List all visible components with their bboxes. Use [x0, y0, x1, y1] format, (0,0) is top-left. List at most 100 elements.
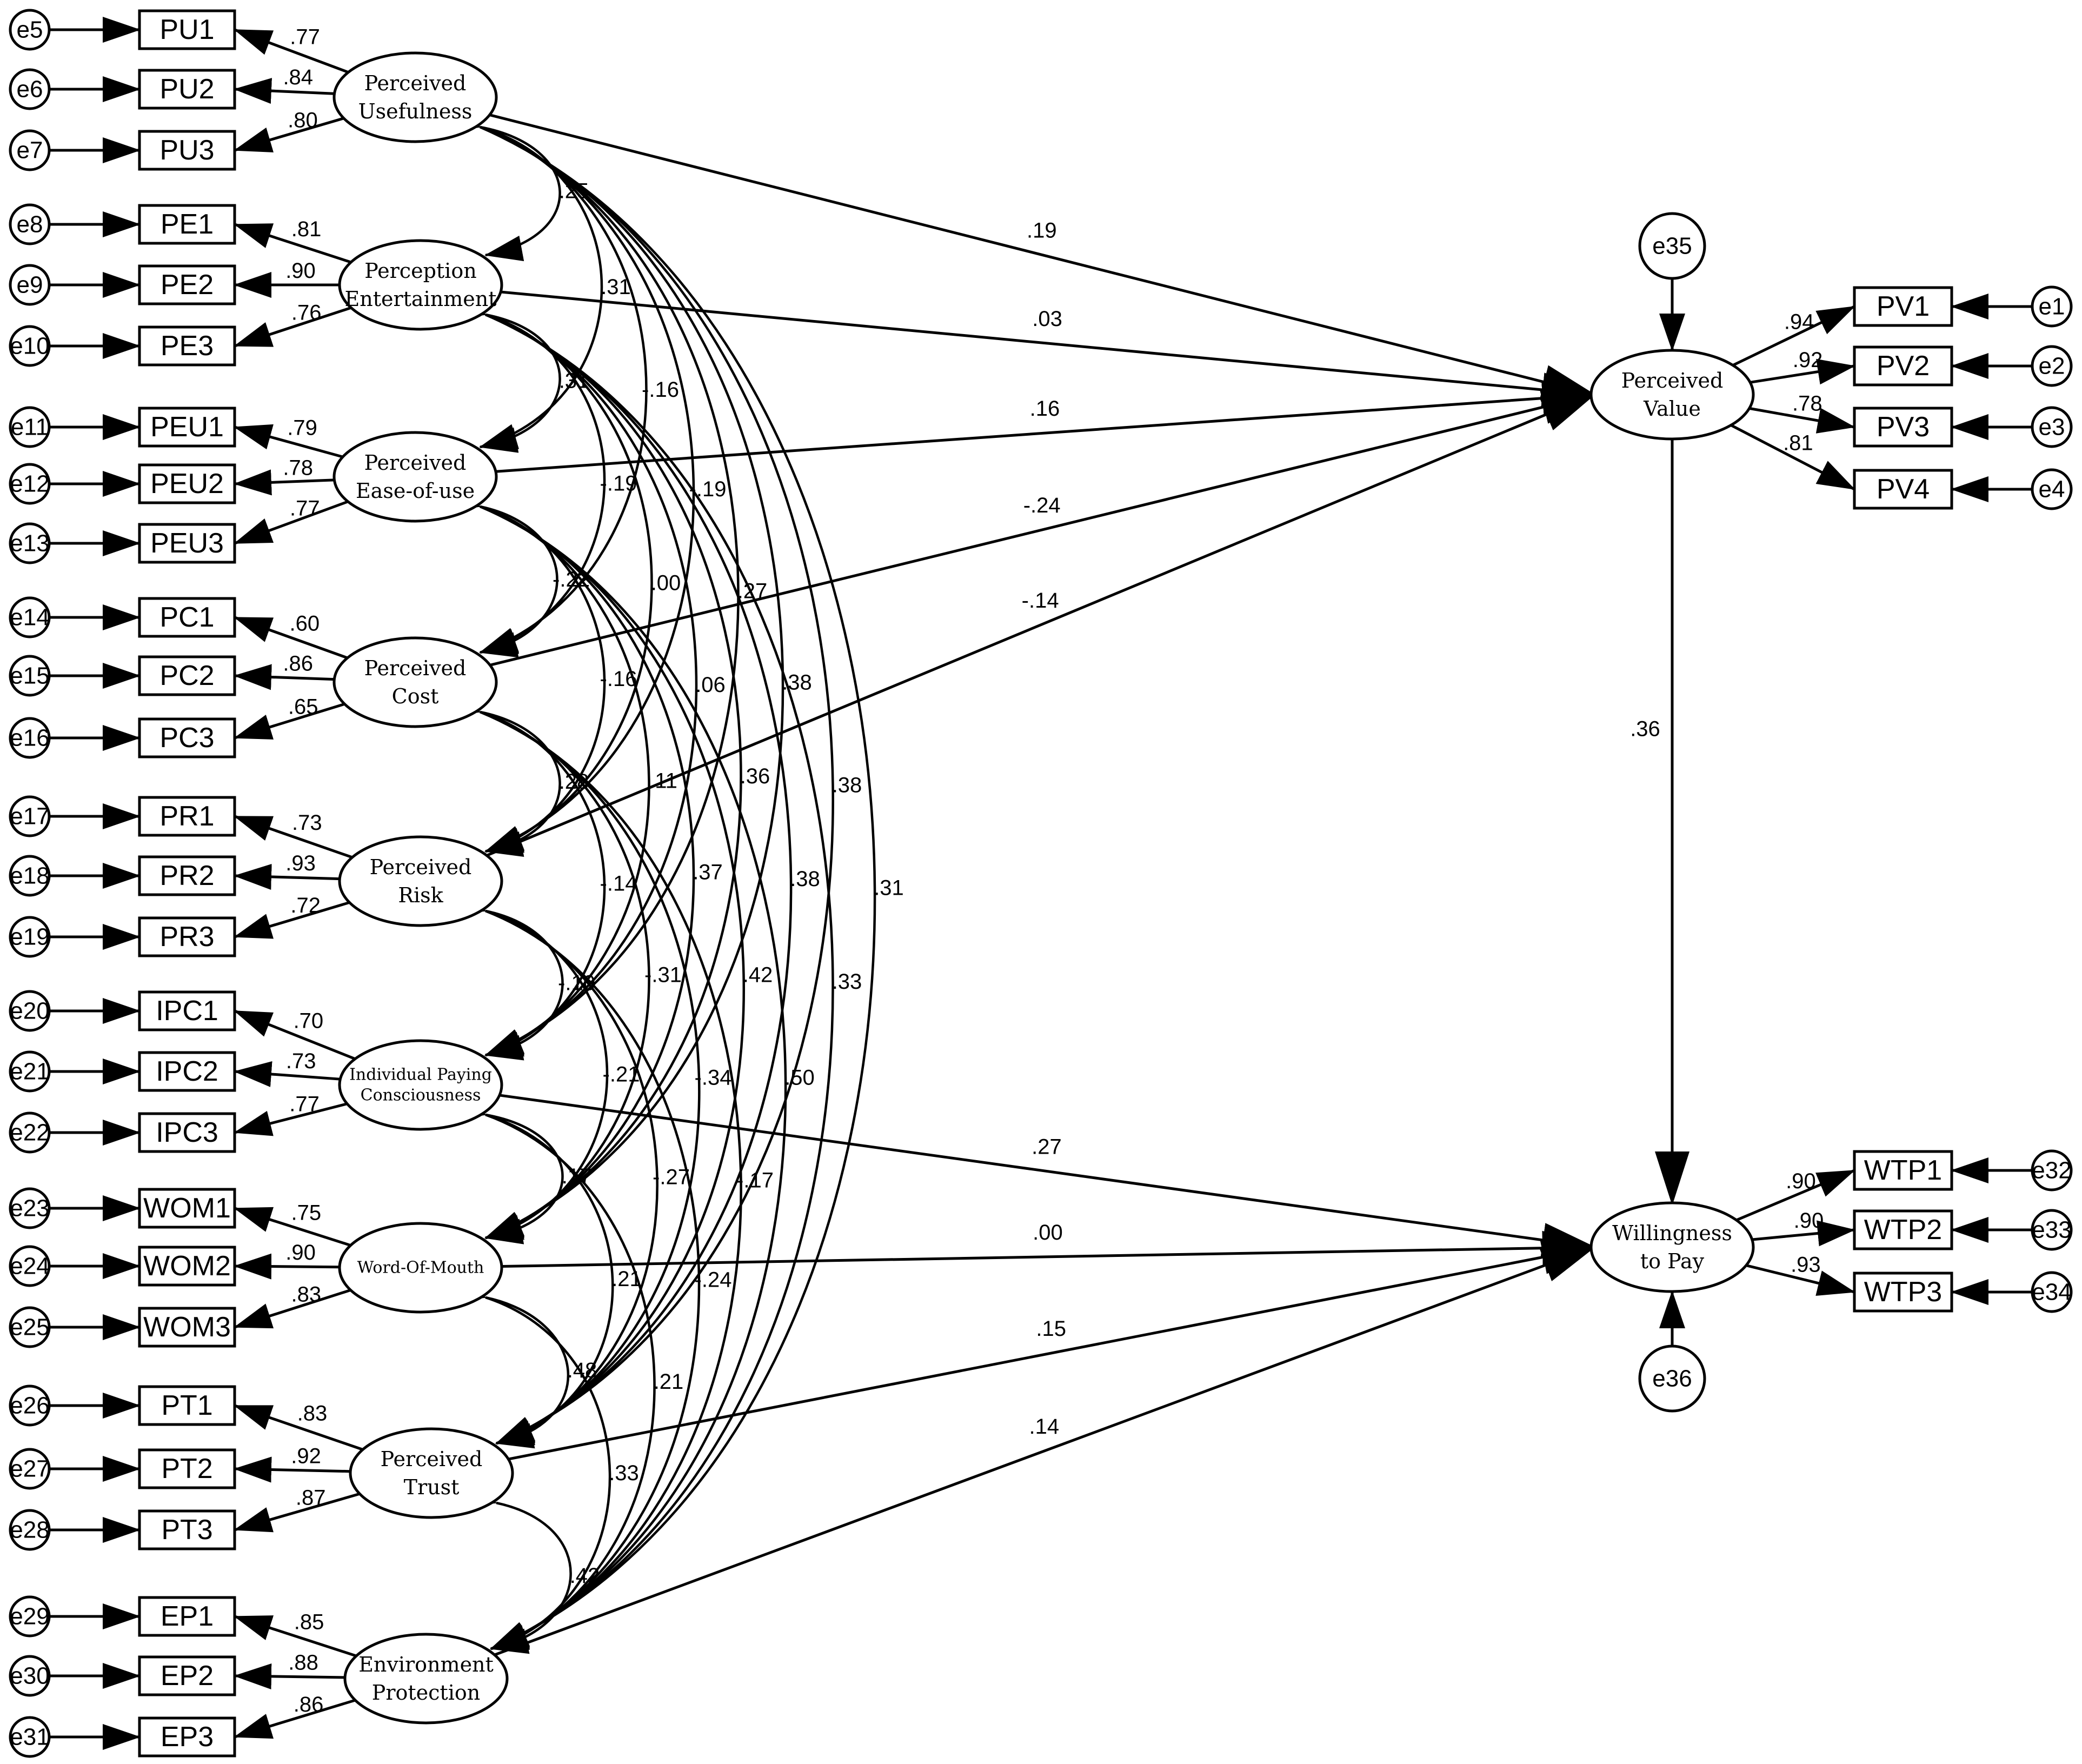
error-term	[9, 1187, 51, 1229]
indicator-label: PC2	[159, 660, 214, 691]
loading-arrow	[234, 863, 340, 890]
correlation-coefficient: .42	[743, 963, 773, 987]
loading-arrow	[1752, 1220, 1855, 1247]
factor-loading: .92	[291, 1444, 321, 1468]
latent-label: Risk	[398, 883, 443, 907]
factor-loading: .94	[1784, 310, 1814, 334]
latent-label: Willingness	[1612, 1221, 1732, 1245]
error-label: e2	[2039, 353, 2065, 380]
path-coefficient: .00	[1033, 1221, 1063, 1244]
error-label: e16	[10, 725, 49, 751]
indicator-label: IPC1	[156, 995, 218, 1027]
loading-arrow	[1749, 407, 1855, 434]
node-layer: e35e36PerceivedUsefulnessPerceptionEnter…	[332, 51, 1755, 1725]
correlation-curve	[446, 289, 698, 1057]
error-term	[9, 1595, 51, 1637]
indicator-box	[138, 1307, 236, 1348]
loading-arrow	[234, 1663, 345, 1689]
loading-arrow	[234, 500, 349, 545]
correlation-curve	[447, 890, 564, 1061]
correlation-curve	[447, 1277, 570, 1449]
indicator-label: WOM1	[143, 1193, 231, 1224]
latent-label: to Pay	[1640, 1249, 1705, 1273]
correlation-coefficient: -.17	[736, 1169, 774, 1193]
indicator-label: PV1	[1877, 291, 1930, 322]
loading-arrow	[234, 223, 351, 264]
error-label: e30	[10, 1663, 49, 1689]
latent-label: Perceived	[364, 71, 467, 95]
error-term	[2031, 345, 2073, 387]
latent-label: Cost	[392, 684, 439, 708]
disturbance-label: e35	[1652, 233, 1692, 259]
error-term	[9, 129, 51, 171]
correlation-coefficient: -.21	[603, 1063, 640, 1087]
correlation-coefficient: .31	[874, 876, 904, 900]
error-term	[9, 655, 51, 697]
factor-loading: .73	[286, 1049, 316, 1073]
error-term	[9, 855, 51, 897]
error-term	[9, 1306, 51, 1348]
error-label: e23	[10, 1195, 49, 1222]
correlation-curve	[441, 685, 742, 1650]
indicator-label: PR2	[159, 860, 214, 891]
error-term	[9, 1716, 51, 1758]
error-label: e34	[2032, 1279, 2071, 1306]
error-label: e10	[10, 333, 49, 360]
latent-label: Individual Paying	[349, 1066, 492, 1084]
error-label: e15	[10, 663, 49, 689]
indicator-box	[138, 1509, 236, 1550]
error-term	[2031, 285, 2073, 328]
correlation-coefficient: -.14	[600, 872, 637, 896]
path-arrow	[495, 381, 1597, 473]
error-term	[2031, 468, 2073, 510]
loading-arrow	[1730, 424, 1855, 491]
indicator-label: PE3	[161, 330, 214, 362]
latent-label: Trust	[404, 1475, 460, 1499]
correlation-curve	[446, 291, 606, 654]
error-label: e4	[2039, 476, 2065, 503]
factor-loading: .90	[1794, 1209, 1824, 1233]
loading-arrow	[234, 306, 352, 348]
path-coefficient: -.14	[1022, 589, 1059, 613]
indicator-label: WTP3	[1864, 1276, 1942, 1308]
loading-arrow	[234, 424, 343, 458]
latent-label: Usefulness	[358, 99, 473, 123]
latent-variable	[1589, 1201, 1755, 1293]
error-label: e8	[17, 211, 43, 238]
indicator-box	[138, 990, 236, 1031]
error-label: e9	[17, 272, 43, 298]
path-arrow	[499, 1094, 1597, 1257]
factor-loading: .88	[288, 1650, 318, 1674]
correlation-coefficient: .00	[651, 571, 681, 595]
latent-label: Perception	[364, 259, 476, 283]
correlation-curve	[441, 100, 876, 1650]
correlation-coefficient: .38	[790, 867, 820, 891]
indicator-label: PT2	[161, 1453, 212, 1485]
error-label: e3	[2039, 414, 2065, 441]
error-label: e33	[2032, 1217, 2071, 1243]
loading-arrow	[234, 78, 335, 104]
loading-arrow	[1746, 1264, 1855, 1296]
correlation-layer: .25.31-.16-.19.27.38.38.31.31-.19.00.06.…	[441, 100, 904, 1654]
correlation-curve	[446, 290, 653, 853]
loading-arrow	[234, 28, 349, 74]
indicator-label: WOM2	[143, 1250, 231, 1282]
indicator-label: EP1	[161, 1601, 214, 1632]
loading-arrow	[234, 1253, 340, 1280]
latent-variable	[343, 1633, 509, 1725]
factor-loading: .72	[290, 894, 321, 917]
error-term	[9, 1509, 51, 1551]
correlation-curve	[441, 483, 606, 853]
correlation-curve	[457, 1482, 572, 1654]
correlation-coefficient: -.31	[644, 963, 682, 987]
error-label: e20	[10, 998, 49, 1024]
error-term	[9, 596, 51, 638]
loading-arrow	[234, 469, 335, 496]
error-term	[2031, 1271, 2073, 1313]
correlation-coefficient: .42	[570, 1564, 600, 1588]
loading-arrow	[234, 1102, 348, 1136]
latent-label: Value	[1643, 397, 1701, 421]
factor-loading: .77	[289, 1092, 320, 1116]
error-term	[9, 1111, 51, 1154]
